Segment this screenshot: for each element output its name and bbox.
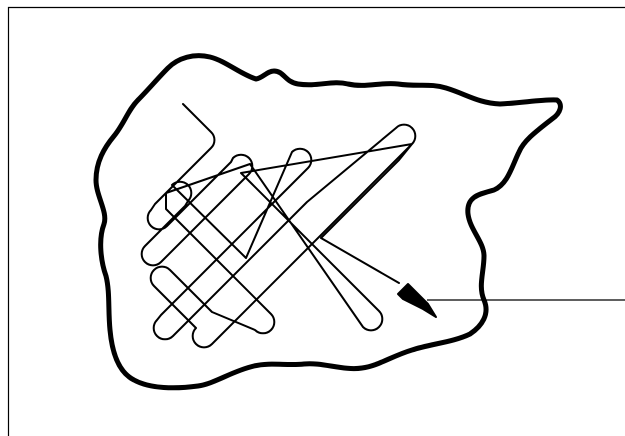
frame-border [9, 8, 625, 436]
area-boundary [96, 56, 560, 388]
coverage-path [142, 104, 416, 347]
